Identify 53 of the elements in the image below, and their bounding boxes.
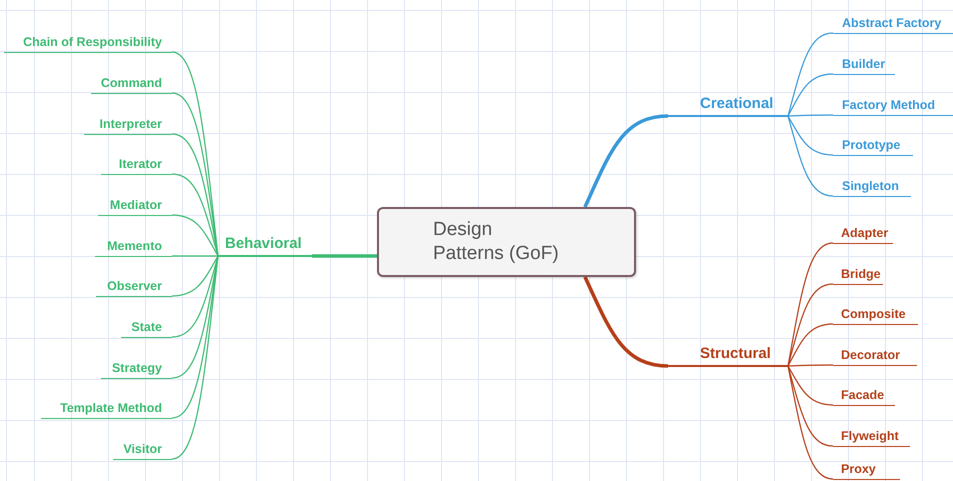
subtopic-label: Abstract Factory <box>842 16 942 30</box>
branch-connector <box>787 73 834 116</box>
subtopic-label: Proxy <box>841 462 876 476</box>
subtopic-label: Command <box>100 76 162 90</box>
subtopic-label: Template Method <box>60 400 162 415</box>
subtopic-label: Flyweight <box>841 428 899 443</box>
central-topic-text: Design Patterns (GoF) <box>433 218 560 266</box>
branch-connector <box>787 116 834 197</box>
branch-connector <box>787 323 834 366</box>
subtopic-label: Mediator <box>110 198 162 212</box>
branch-connector <box>172 51 219 256</box>
subtopic-label: Memento <box>107 238 162 253</box>
subtopic-label: Prototype <box>842 138 900 152</box>
subtopic-label: Composite <box>841 306 906 321</box>
subtopic-label: Bridge <box>841 266 881 281</box>
branch-connector <box>172 92 219 256</box>
subtopic-label: Singleton <box>842 178 899 193</box>
subtopic-label: Strategy <box>112 360 162 375</box>
branch-connector <box>172 256 219 338</box>
branch-connector <box>787 283 834 366</box>
branch-connector <box>312 254 377 258</box>
subtopic-label: Observer <box>107 278 162 293</box>
central-topic-box <box>377 207 636 277</box>
branch-connector <box>787 366 834 406</box>
subtopic-label: Factory Method <box>842 98 936 112</box>
subtopic-label: State <box>131 320 162 334</box>
branch-connector <box>172 256 219 297</box>
branch-title: Behavioral <box>225 234 302 252</box>
subtopic-label: Chain of Responsibility <box>23 34 162 49</box>
branch-connector <box>787 116 834 156</box>
branch-connector <box>583 114 668 208</box>
branch-connector <box>787 32 834 116</box>
branch-connector <box>172 173 219 256</box>
subtopic-label: Interpreter <box>99 116 162 131</box>
branch-connector <box>788 114 833 117</box>
branch-connector <box>788 364 833 367</box>
branch-connector <box>787 366 834 480</box>
branch-title: Structural <box>700 344 771 362</box>
subtopic-label: Decorator <box>841 348 900 362</box>
subtopic-label: Builder <box>842 56 886 71</box>
subtopic-label: Facade <box>841 388 884 402</box>
subtopic-label: Visitor <box>123 442 162 456</box>
branch-connector <box>172 255 218 257</box>
branch-connector <box>583 276 668 368</box>
branch-connector <box>787 366 834 447</box>
branch-connector <box>172 214 219 256</box>
branch-connector <box>787 242 834 366</box>
branch-connector <box>172 256 219 379</box>
subtopic-label: Adapter <box>841 226 888 240</box>
branch-connector <box>172 133 219 256</box>
subtopic-label: Iterator <box>118 156 162 171</box>
branch-title: Creational <box>700 94 774 112</box>
branch-connector <box>172 256 219 460</box>
